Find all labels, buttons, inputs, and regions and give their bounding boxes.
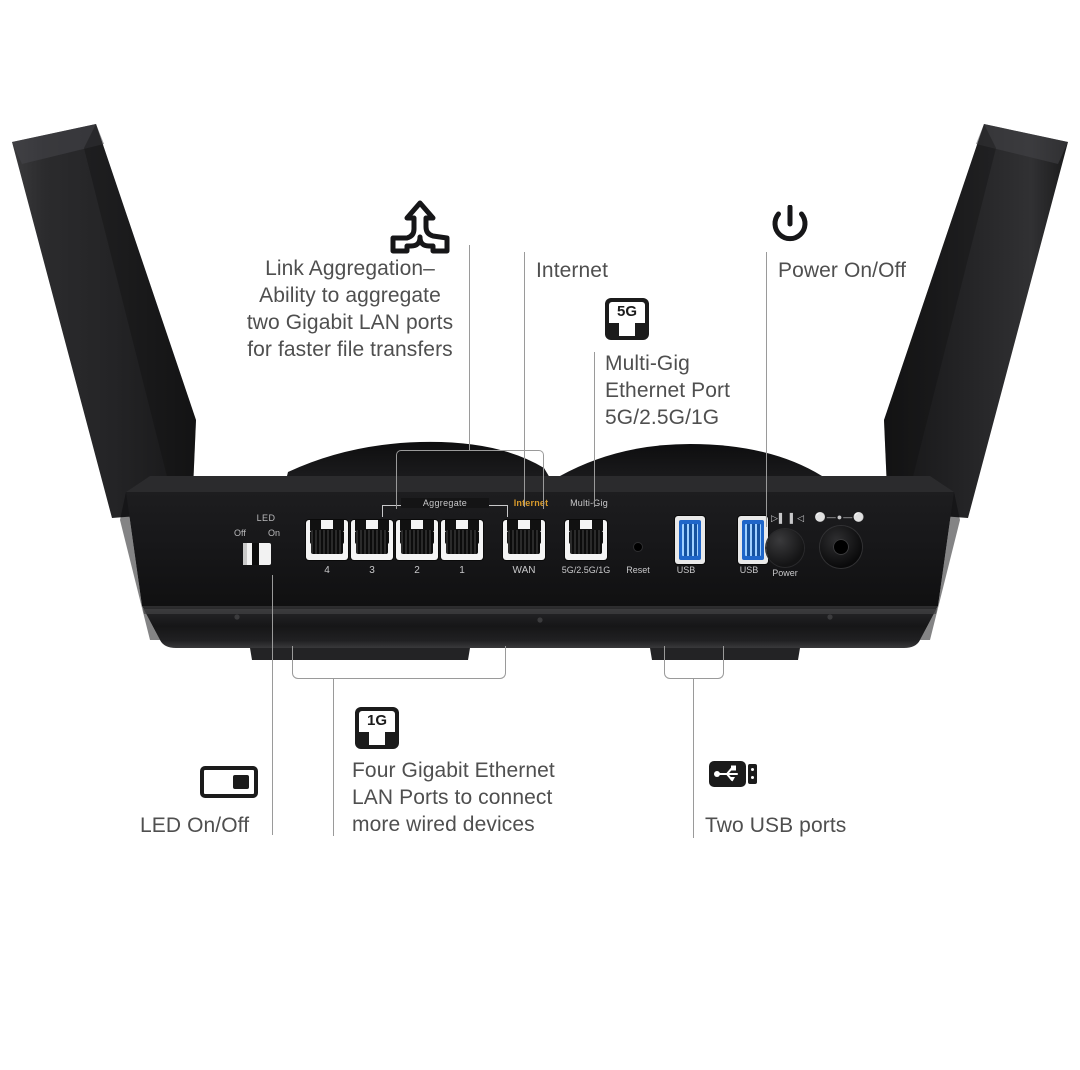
panel-led-off-label: Off — [234, 528, 246, 538]
lan-number-4: 4 — [324, 565, 330, 576]
power-button[interactable] — [766, 529, 804, 567]
link-aggregation-icon — [389, 200, 451, 261]
panel-usb-label-1: USB — [676, 565, 696, 575]
lan-number-1: 1 — [459, 565, 465, 576]
panel-internet-top-label: Internet — [513, 498, 549, 508]
router-top-humps — [286, 441, 826, 484]
bracket-lan-ports — [292, 646, 506, 679]
panel-multigig-label: 5G/2.5G/1G — [561, 565, 611, 575]
callout-lan-ports-text: Four Gigabit Ethernet LAN Ports to conne… — [352, 759, 555, 836]
dc-power-jack[interactable] — [820, 526, 862, 568]
bracket-usb-ports — [664, 646, 724, 679]
lan-port-2[interactable] — [396, 520, 438, 560]
rj45-5g-icon: 5G — [605, 298, 649, 340]
ethernet-jack-cavity — [401, 530, 433, 554]
rj45-5g-icon-label: 5G — [616, 303, 637, 320]
callout-led-text: LED On/Off — [140, 814, 250, 837]
bracket-aggregate-ports — [396, 450, 544, 509]
panel-aggregate-label: Aggregate — [401, 498, 489, 508]
ethernet-jack-cavity — [311, 530, 343, 554]
leader-power — [766, 252, 767, 527]
ethernet-jack-cavity — [446, 530, 478, 554]
panel-power-label: Power — [772, 568, 798, 578]
power-silk-symbol: ▷▌ ▌◁ — [770, 513, 806, 523]
reset-pinhole[interactable] — [634, 543, 642, 551]
leader-lan-ports — [333, 678, 334, 836]
antenna-right — [884, 124, 1068, 518]
lan-number-3: 3 — [369, 565, 375, 576]
lan-port-3[interactable] — [351, 520, 393, 560]
callout-internet-text: Internet — [536, 259, 609, 282]
rj45-1g-icon-label: 1G — [366, 712, 387, 729]
panel-led-on-label: On — [268, 528, 281, 538]
led-toggle-icon — [200, 766, 258, 798]
callout-usb-text: Two USB ports — [705, 814, 847, 837]
multigig-port[interactable] — [565, 520, 607, 560]
usb-port-2[interactable] — [738, 516, 768, 564]
router-illustration: LED Off On Aggregate Internet Multi-Gig — [0, 120, 1080, 660]
lan-port-4[interactable] — [306, 520, 348, 560]
wan-port[interactable] — [503, 520, 545, 560]
panel-led-title: LED — [256, 513, 276, 523]
panel-usb-label-2: USB — [739, 565, 759, 575]
callout-power-text: Power On/Off — [778, 259, 907, 282]
leader-link-aggregation — [469, 245, 470, 450]
panel-reset-label: Reset — [626, 565, 650, 575]
lan-number-2: 2 — [414, 565, 420, 576]
callout-link-aggregation-text: Link Aggregation– Ability to aggregate t… — [246, 257, 454, 361]
ethernet-jack-cavity — [570, 530, 602, 554]
dc-jack-symbol: ⚪—●—⚪ — [814, 512, 866, 522]
usb-icon — [709, 761, 757, 787]
callout-multi-gig-text: Multi-Gig Ethernet Port 5G/2.5G/1G — [605, 352, 731, 429]
leader-internet — [524, 252, 525, 507]
lan-port-1[interactable] — [441, 520, 483, 560]
leader-led — [272, 575, 273, 835]
leader-multi-gig — [594, 352, 595, 507]
panel-wan-label: WAN — [512, 565, 536, 576]
leader-usb — [693, 678, 694, 838]
rj45-1g-icon: 1G — [355, 707, 399, 749]
panel-led-switch[interactable] — [243, 543, 271, 565]
antenna-left — [12, 124, 196, 518]
usb-port-1[interactable] — [675, 516, 705, 564]
panel-multigig-top-label: Multi-Gig — [570, 498, 608, 508]
power-icon — [770, 204, 810, 245]
ethernet-jack-cavity — [356, 530, 388, 554]
ethernet-jack-cavity — [508, 530, 540, 554]
